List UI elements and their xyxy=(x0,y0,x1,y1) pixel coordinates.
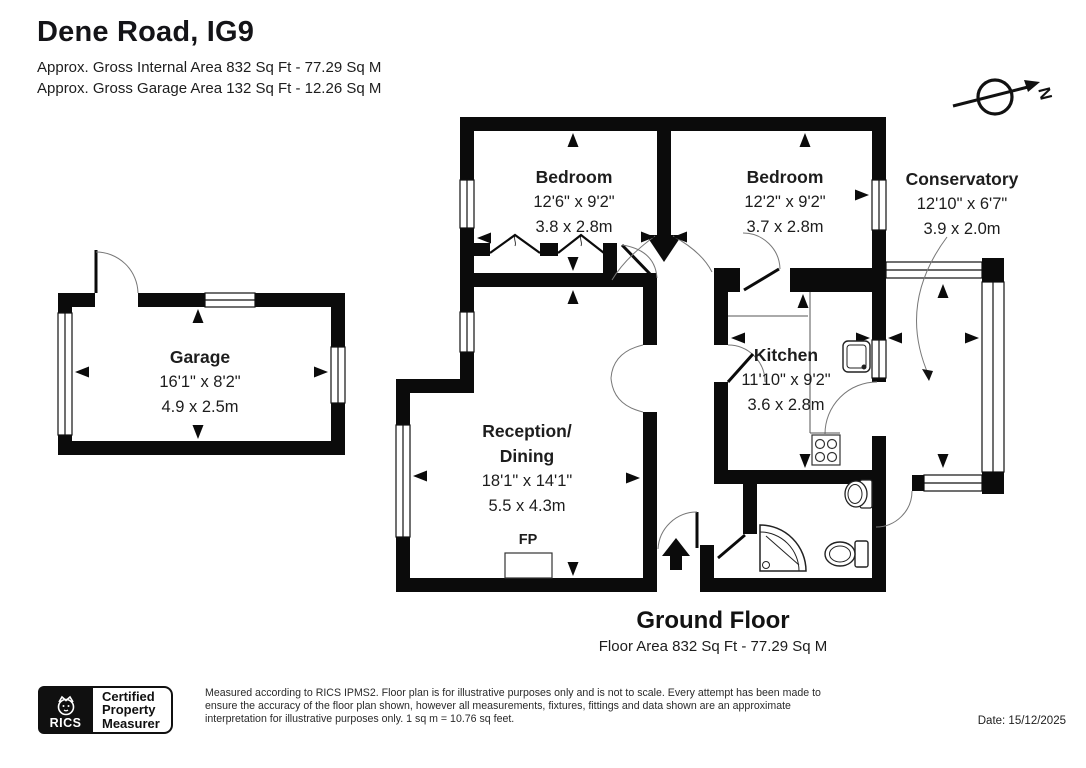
disclaimer-line2: however all measurements, fixtures, fitt… xyxy=(205,700,791,725)
entrance-door-arc xyxy=(657,511,698,550)
conservatory-door-opening xyxy=(872,382,886,436)
rics-brand: RICS xyxy=(49,716,82,730)
room-label-conservatory: Conservatory 12'10" x 6'7" 3.9 x 2.0m xyxy=(905,169,1019,238)
bedroom1-door-leaf xyxy=(620,243,654,278)
hall-arc-left xyxy=(611,235,656,281)
kitchen-conservatory-door-arc xyxy=(824,381,878,435)
room-label-bedroom1: Bedroom 12'6" x 9'2" 3.8 x 2.8m xyxy=(533,167,615,236)
conservatory-right-glass xyxy=(981,281,1005,473)
kitchen-window xyxy=(871,339,887,379)
reception-window xyxy=(395,424,411,538)
fireplace-label: FP xyxy=(518,532,538,548)
garage-door-glyph xyxy=(57,312,73,436)
bedroom2-window xyxy=(871,179,887,231)
floor-name: Ground Floor xyxy=(636,607,790,634)
kitchen-sink-icon xyxy=(842,340,871,373)
hob-icon xyxy=(811,434,841,466)
page-title: Dene Road, IG9 xyxy=(37,16,255,48)
bedroom1-window-a xyxy=(459,179,475,229)
kitchen-door-arc xyxy=(727,344,766,383)
floor-title-block: Ground Floor Floor Area 832 Sq Ft - 77.2… xyxy=(599,606,827,655)
reception-double-door-arc-top xyxy=(610,344,644,379)
garage-right-window xyxy=(330,346,346,404)
shower-icon xyxy=(759,524,807,572)
garage-top-window xyxy=(204,292,256,308)
rics-badge: RICS Certified Property Measurer xyxy=(38,686,173,734)
conservatory-door-arc xyxy=(875,490,913,528)
disclaimer-line1: Measured according to RICS IPMS2. Floor … xyxy=(205,687,821,712)
bedroom2-door-leaf xyxy=(743,267,780,292)
date-label: Date: 15/12/2025 xyxy=(977,715,1066,727)
reception-double-door-arc-bottom xyxy=(610,377,644,413)
bedroom2-door-arc xyxy=(742,232,781,270)
fixtures xyxy=(504,292,873,579)
compass-north-label: N xyxy=(1034,85,1055,102)
windows xyxy=(57,179,887,538)
hall-arc-right xyxy=(672,235,713,273)
rics-logo-box: RICS xyxy=(38,686,93,734)
bedroom1-window-b xyxy=(459,311,475,353)
room-label-garage: Garage 16'1" x 8'2" 4.9 x 2.5m xyxy=(159,347,241,416)
toilet-icon xyxy=(824,540,869,568)
bedroom1-door-arc xyxy=(621,244,658,279)
gross-garage-area: Approx. Gross Garage Area 132 Sq Ft - 12… xyxy=(37,80,382,97)
wardrobe-bifold-doors xyxy=(489,233,605,254)
garage-door-arc xyxy=(94,250,139,294)
room-label-reception: Reception/ Dining 18'1" x 14'1" 5.5 x 4.… xyxy=(481,421,573,515)
compass-icon: N xyxy=(952,78,1056,116)
conservatory-bottom-glass xyxy=(923,474,983,492)
basin-icon xyxy=(844,479,873,509)
floor-area: Floor Area 832 Sq Ft - 77.29 Sq M xyxy=(598,638,828,655)
swing-curve-arrowhead xyxy=(922,369,933,381)
kitchen-counter xyxy=(728,292,840,434)
gross-internal-area: Approx. Gross Internal Area 832 Sq Ft - … xyxy=(37,59,382,76)
garage-walls xyxy=(58,293,345,455)
bathroom-door-leaf xyxy=(717,533,746,560)
rics-lion-icon xyxy=(57,695,74,716)
fireplace xyxy=(504,552,553,579)
room-label-bedroom2: Bedroom 12'2" x 9'2" 3.7 x 2.8m xyxy=(744,167,826,236)
conservatory-top-glass xyxy=(885,261,983,279)
conservatory-swing-curve xyxy=(916,236,948,377)
rics-badge-text: Certified Property Measurer xyxy=(93,686,173,734)
disclaimer: Measured according to RICS IPMS2. Floor … xyxy=(205,687,853,726)
doors xyxy=(610,232,878,560)
kitchen-door-leaf xyxy=(726,353,755,383)
room-label-kitchen: Kitchen 11'10" x 9'2" 3.6 x 2.8m xyxy=(741,345,831,414)
conservatory-structure xyxy=(875,236,1005,528)
entrance-arrow-icon xyxy=(662,538,690,570)
dimension-arrows xyxy=(75,133,979,576)
page-header: Dene Road, IG9 Approx. Gross Internal Ar… xyxy=(37,16,381,99)
